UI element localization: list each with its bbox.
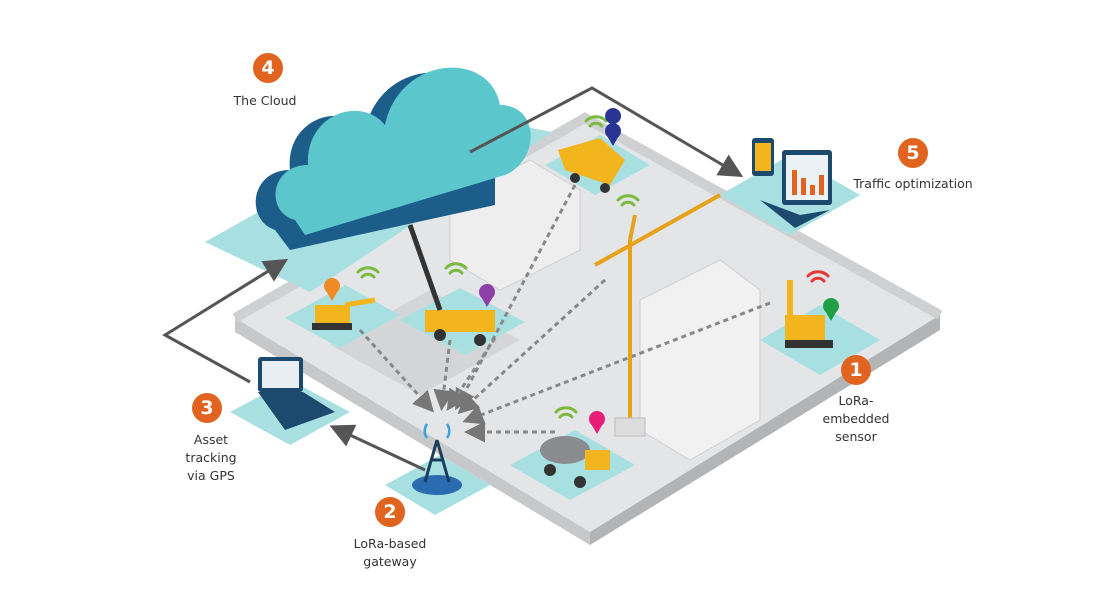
step-badge-3: 3 (192, 393, 222, 423)
cloud-icon (255, 67, 531, 250)
step-badge-1: 1 (841, 355, 871, 385)
laptop-icon (760, 150, 832, 228)
crane-truck-icon (407, 224, 495, 346)
step-label-1: LoRa- embedded sensor (822, 393, 890, 444)
step-badge-4: 4 (253, 53, 283, 83)
tower-crane-icon (594, 193, 721, 437)
phone-icon (752, 138, 774, 176)
step-label-4: The Cloud (233, 93, 297, 108)
gateway-tower-icon (412, 423, 462, 495)
cement-mixer-icon (540, 436, 610, 488)
flow-arrows (162, 86, 744, 472)
step-label-2: LoRa-based gateway (353, 536, 427, 569)
step-label-5: Traffic optimization (853, 176, 973, 191)
excavator-icon (785, 280, 833, 348)
laptop-icon (258, 357, 335, 430)
step-badge-5: 5 (898, 138, 928, 168)
dump-truck-icon (558, 138, 625, 193)
excavator-icon (312, 297, 376, 330)
sensor-signal-arrows (358, 184, 771, 443)
map-pin-icon (324, 108, 839, 434)
step-badge-2: 2 (375, 497, 405, 527)
wifi-icon (356, 115, 830, 419)
step-label-3: Asset tracking via GPS (185, 432, 237, 483)
